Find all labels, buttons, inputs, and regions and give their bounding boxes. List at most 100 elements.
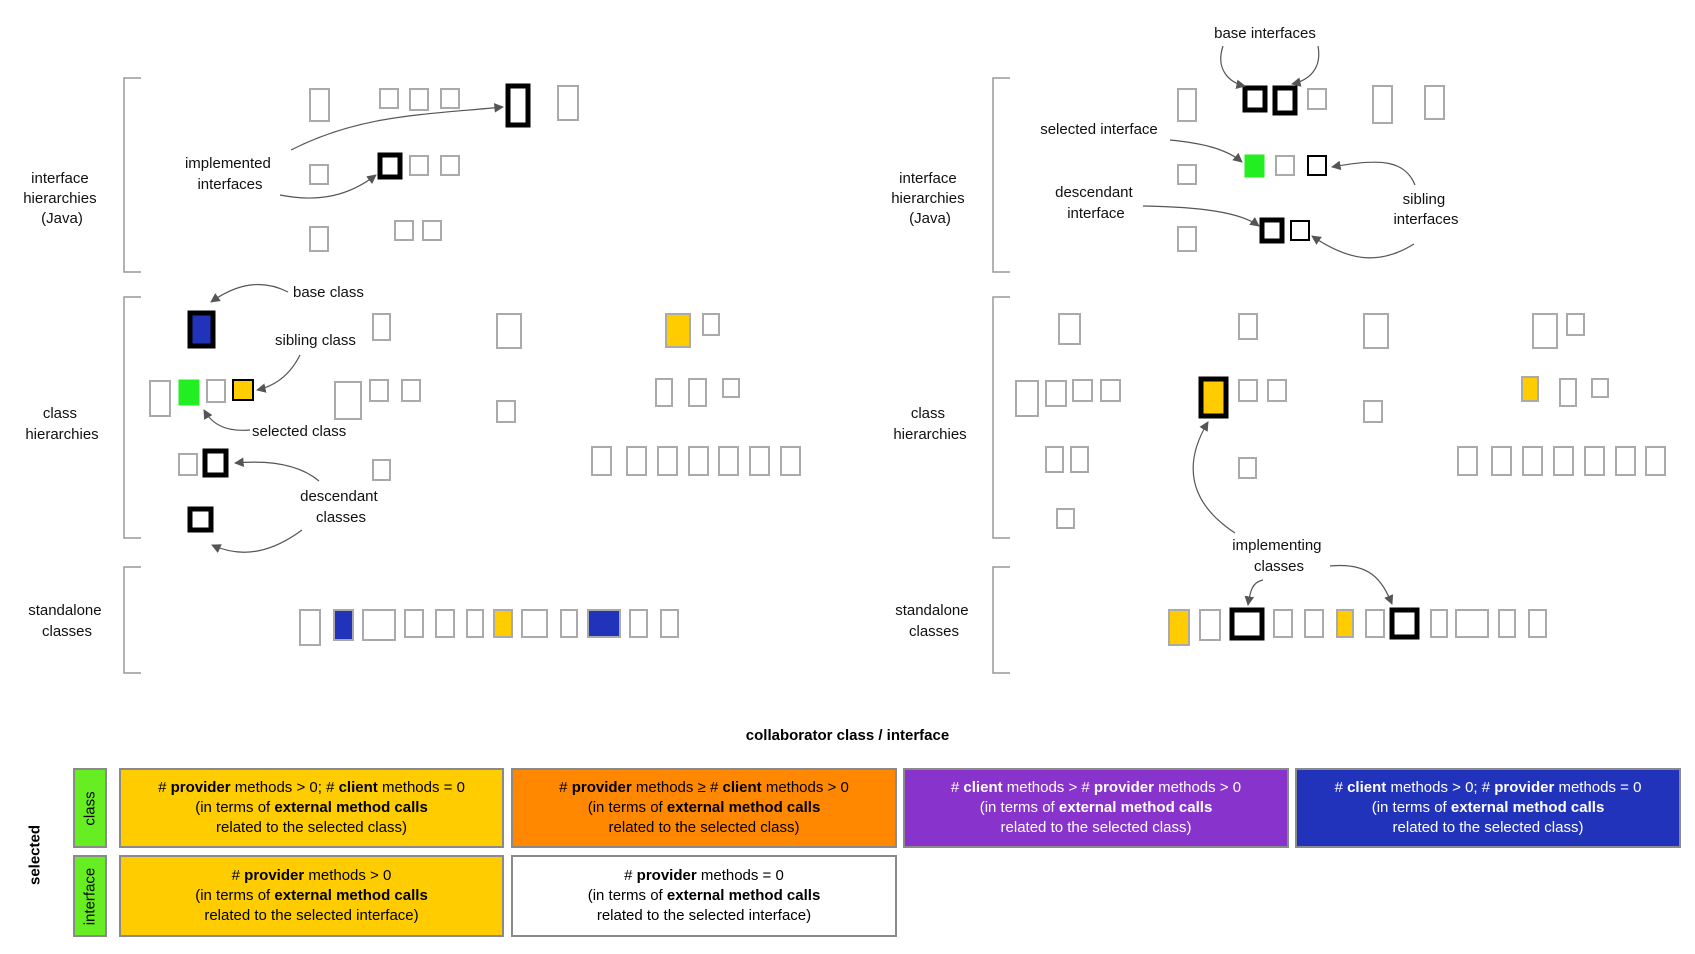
class-box <box>1238 457 1257 479</box>
standalone-box <box>1528 609 1547 638</box>
standalone-box-yellow <box>493 609 513 638</box>
annotation-implemented-interfaces: implemented interfaces <box>185 155 275 193</box>
class-box <box>206 379 226 403</box>
standalone-box <box>299 609 321 646</box>
standalone-box <box>435 609 455 638</box>
legend-cell-interface-provider-zero: # provider methods = 0 (in terms of exte… <box>511 855 897 937</box>
bracket-standalone-classes <box>992 566 1010 674</box>
class-box <box>718 446 739 476</box>
standalone-box-yellow <box>1168 609 1190 646</box>
implementing-class-box <box>1389 607 1420 640</box>
interface-box <box>309 164 329 185</box>
annotation-selected-interface: selected interface <box>1040 121 1158 138</box>
standalone-box <box>560 609 578 638</box>
standalone-box <box>1430 609 1448 638</box>
class-box <box>1522 446 1543 476</box>
section-label-standalone-classes: standalone classes <box>28 602 106 640</box>
implementing-class-box <box>1229 607 1265 641</box>
class-box <box>1045 380 1067 407</box>
class-box <box>1457 446 1478 476</box>
class-box <box>688 378 707 407</box>
legend-cell-class-provider-only: # provider methods > 0; # client methods… <box>119 768 504 848</box>
class-box <box>1100 379 1121 402</box>
base-class-box <box>187 310 216 349</box>
class-box <box>655 378 673 407</box>
interface-box <box>1372 85 1393 124</box>
class-box <box>1532 313 1558 349</box>
base-interface-box <box>1242 85 1268 113</box>
section-label-interface-hierarchies: interface hierarchies (Java) <box>23 170 101 227</box>
class-box <box>334 381 362 420</box>
descendant-class-box <box>202 448 229 478</box>
class-box <box>626 446 647 476</box>
right-panel: interface hierarchies (Java) class hiera… <box>891 25 1666 674</box>
left-panel: interface hierarchies (Java) class hiera… <box>23 77 801 674</box>
interface-box <box>440 155 460 176</box>
standalone-box <box>1304 609 1324 638</box>
base-interface-box <box>1272 85 1298 116</box>
legend-cell-class-client-gt-provider: # client methods > # provider methods > … <box>903 768 1289 848</box>
right-class-boxes <box>1015 313 1666 529</box>
interface-box <box>1307 88 1327 110</box>
standalone-box <box>1273 609 1293 638</box>
interface-box <box>379 88 399 109</box>
standalone-box <box>362 609 396 641</box>
sibling-class-box <box>232 379 254 401</box>
right-standalone-boxes <box>1199 609 1547 641</box>
class-box <box>1553 446 1574 476</box>
section-label-interface-hierarchies: interface hierarchies (Java) <box>891 170 969 227</box>
annotation-descendant-interface: descendant interface <box>1055 184 1137 222</box>
standalone-box <box>629 609 648 638</box>
interface-box <box>309 226 329 252</box>
selected-class-box <box>178 379 200 406</box>
arrow-descendant-interface <box>1142 205 1260 227</box>
class-box-yellow <box>665 313 691 348</box>
class-box <box>657 446 678 476</box>
class-box <box>1056 508 1075 529</box>
interface-box <box>1177 164 1197 185</box>
arrow-descendant-2 <box>211 529 303 553</box>
bracket-standalone-classes <box>123 566 141 674</box>
class-box <box>496 400 516 423</box>
class-box <box>1491 446 1512 476</box>
interface-box <box>1424 85 1445 120</box>
arrow-descendant-1 <box>234 457 320 482</box>
arrow-sibling-interface-2 <box>1311 235 1415 259</box>
annotation-selected-class: selected class <box>252 423 346 440</box>
legend-title: collaborator class / interface <box>745 727 950 744</box>
sibling-interface-box <box>1290 220 1310 241</box>
standalone-box <box>1365 609 1385 638</box>
bracket-interface-hierarchies <box>992 77 1010 273</box>
annotation-base-class: base class <box>293 284 364 301</box>
class-box <box>1072 379 1093 402</box>
legend-cell-interface-provider-gt-zero: # provider methods > 0 (in terms of exte… <box>119 855 504 937</box>
implemented-interface-box <box>505 83 531 128</box>
interface-box <box>409 88 429 111</box>
class-box <box>1559 378 1577 407</box>
arrow-sibling-interface-1 <box>1331 160 1416 186</box>
class-box <box>1615 446 1636 476</box>
descendant-class-box <box>187 506 214 533</box>
interface-box <box>1177 88 1197 122</box>
class-box <box>372 313 391 341</box>
legend-row-class-header: class <box>73 768 107 848</box>
section-label-class-hierarchies: class hierarchies <box>893 405 966 443</box>
class-box <box>591 446 612 476</box>
class-box <box>1267 379 1287 402</box>
bracket-interface-hierarchies <box>123 77 141 273</box>
standalone-box <box>404 609 424 638</box>
standalone-box <box>466 609 484 638</box>
arrow-selected-interface <box>1169 139 1243 163</box>
left-class-boxes <box>149 313 801 481</box>
interface-box <box>557 85 579 121</box>
class-box <box>496 313 522 349</box>
class-box <box>702 313 720 336</box>
class-box <box>369 379 389 402</box>
arrow-implementing-3 <box>1329 564 1394 605</box>
arrow-implemented-1 <box>290 103 504 151</box>
bracket-class-hierarchies <box>992 296 1010 539</box>
arrow-sibling-class <box>256 354 301 393</box>
arrow-selected-class <box>203 409 251 431</box>
standalone-box <box>1455 609 1489 638</box>
